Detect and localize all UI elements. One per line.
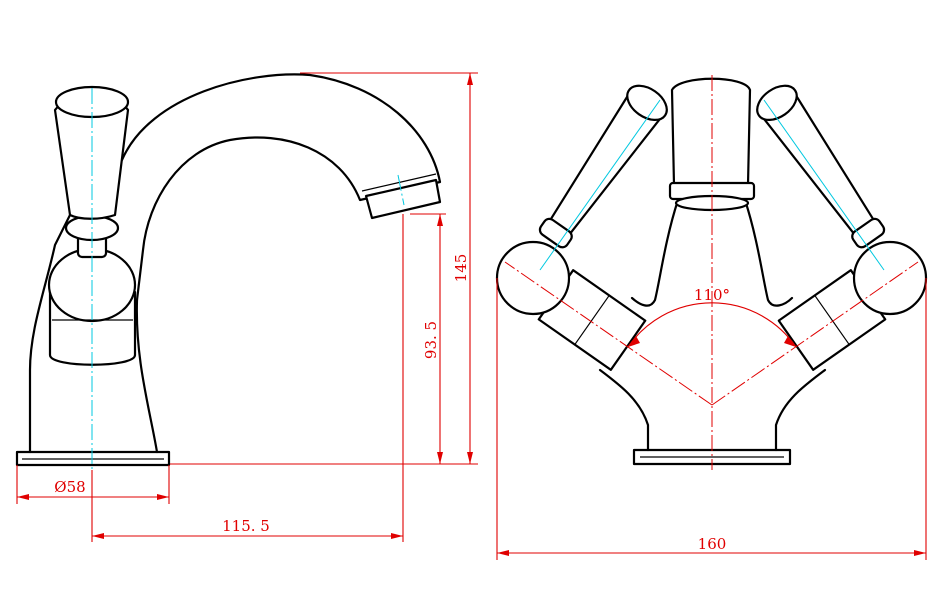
side-view-body-left: [28, 213, 72, 454]
base-diameter-label: Ø58: [54, 478, 85, 496]
front-view-right-handle: [756, 84, 886, 249]
arrow-icon: [92, 533, 104, 539]
left-handle-collar: [538, 217, 573, 249]
total-height-label: 145: [452, 254, 470, 283]
front-view-spout: [670, 77, 752, 187]
arrow-icon: [437, 214, 443, 226]
left-valve-divider: [574, 295, 610, 345]
left-handle-cap: [626, 84, 668, 121]
right-handle-centerline: [763, 99, 885, 271]
arrow-icon: [628, 336, 640, 347]
right-handle-collar: [851, 217, 886, 249]
front-view-left-axis: [504, 261, 713, 406]
front-view-spout-neck-right: [743, 198, 794, 307]
arrow-icon: [467, 73, 473, 85]
front-view-body-left: [598, 368, 650, 452]
total-width-label: 160: [698, 535, 727, 553]
side-view: [15, 73, 442, 470]
front-view-dimensions: 160: [496, 278, 927, 560]
side-view-nozzle-centerline: [397, 174, 405, 206]
front-view-left-ball: [495, 240, 571, 316]
front-view-spout-neck-left: [630, 198, 680, 307]
front-view-left-handle: [538, 84, 668, 249]
right-valve-divider: [814, 295, 850, 345]
arrow-icon: [391, 533, 403, 539]
handle-angle-label: 110°: [694, 286, 730, 304]
arrow-icon: [467, 452, 473, 464]
angle-arc: [627, 302, 797, 348]
right-handle-cap: [756, 84, 798, 121]
arrow-icon: [157, 494, 169, 500]
spout-reach-label: 115. 5: [222, 517, 270, 535]
side-view-dimensions: 145 93. 5 115. 5 Ø58: [16, 72, 478, 542]
arrow-icon: [914, 550, 926, 556]
spout-height-label: 93. 5: [422, 321, 440, 359]
left-handle-centerline: [539, 99, 661, 271]
front-view: 110°: [495, 75, 928, 470]
arrow-icon: [437, 452, 443, 464]
front-view-right-ball: [852, 240, 928, 316]
arrow-icon: [497, 550, 509, 556]
side-view-body-right: [135, 298, 159, 454]
front-view-right-axis: [711, 261, 919, 406]
arrow-icon: [784, 336, 796, 347]
arrow-icon: [17, 494, 29, 500]
front-view-body-right: [774, 368, 827, 452]
side-view-spout: [120, 73, 442, 302]
